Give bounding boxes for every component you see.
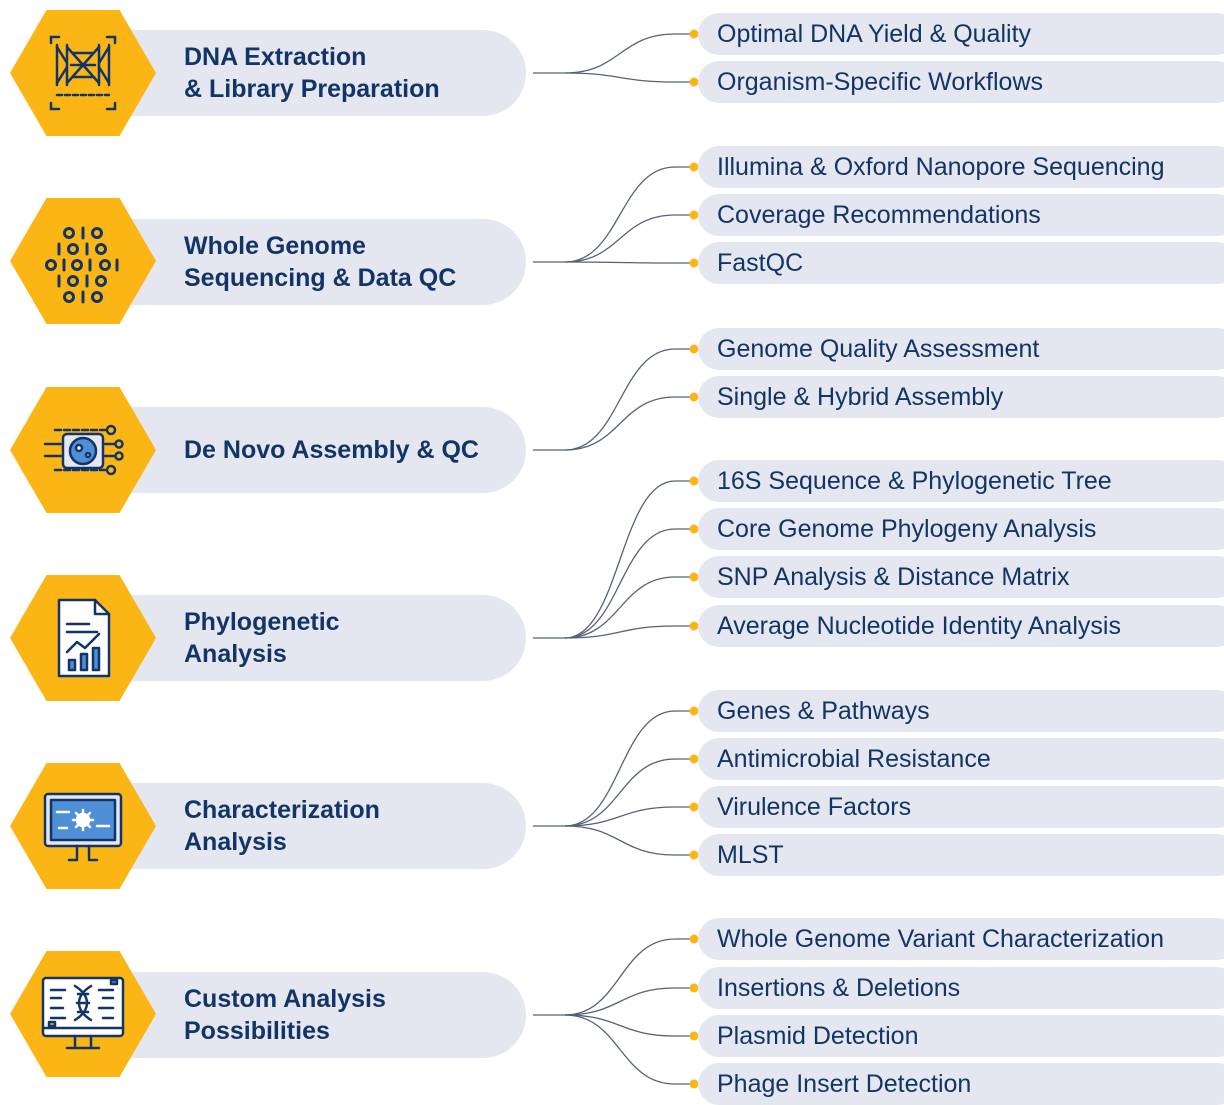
stage-4-connector-dot-3 (689, 572, 699, 582)
stage-6-connector-dot-3 (689, 1031, 699, 1041)
stage-6-item-2-pill (698, 967, 1224, 1009)
monitor-dna-icon (41, 976, 125, 1050)
stage-6-connector-4 (564, 1014, 698, 1085)
stage-5-connector-dot-3 (689, 802, 699, 812)
stage-6-connector-2 (564, 987, 698, 1016)
stage-3-connector-2 (564, 396, 698, 451)
stage-6-item-3-pill (698, 1015, 1224, 1057)
stage-3-connector-dot-1 (689, 344, 699, 354)
stage-1-connector-dot-2 (689, 77, 699, 87)
stage-5-connector-3 (564, 806, 698, 827)
stage-4-item-3: SNP Analysis & Distance Matrix (717, 563, 1070, 591)
dna-scan-icon (49, 35, 117, 111)
stage-6-connector-3 (564, 1014, 698, 1037)
stage-1-title: DNA Extraction & Library Preparation (184, 43, 440, 103)
stage-6-item-3: Plasmid Detection (717, 1022, 919, 1050)
stage-4-connector-dot-2 (689, 524, 699, 534)
stage-3-item-2-pill (698, 376, 1224, 418)
stage-5-item-1-pill (698, 690, 1224, 732)
stage-1-connector-dot-1 (689, 29, 699, 39)
stage-4-item-1: 16S Sequence & Phylogenetic Tree (717, 467, 1112, 495)
stage-6-connector-dot-4 (689, 1079, 699, 1089)
stage-4-item-2: Core Genome Phylogeny Analysis (717, 515, 1097, 543)
report-chart-icon (57, 598, 111, 678)
stage-5-connector-dot-2 (689, 754, 699, 764)
stage-2-connector-3 (564, 261, 698, 264)
binary-hexagon-icon (45, 226, 119, 304)
stage-4-connector-dot-1 (689, 476, 699, 486)
stage-5-connector-dot-1 (689, 706, 699, 716)
stage-2-item-3: FastQC (717, 249, 804, 277)
stage-2-item-2-pill (698, 194, 1224, 236)
stage-5-item-4: MLST (717, 841, 784, 869)
stage-4-connector-3 (564, 576, 698, 639)
stage-4-connector-4 (564, 625, 698, 639)
stage-6-connector-1 (564, 938, 698, 1016)
stage-5-connector-1 (564, 710, 698, 827)
stage-4-item-2-pill (698, 508, 1224, 550)
stage-3-connector-dot-2 (689, 392, 699, 402)
stage-5-item-1: Genes & Pathways (717, 697, 930, 725)
stage-3-title: De Novo Assembly & QC (184, 436, 479, 464)
stage-4-item-4: Average Nucleotide Identity Analysis (717, 612, 1121, 640)
stage-4-connector-1 (564, 480, 698, 639)
stage-3-item-1: Genome Quality Assessment (717, 335, 1040, 363)
stage-6-connector-dot-1 (689, 934, 699, 944)
stage-6-item-1-pill (698, 918, 1224, 960)
stage-2-connector-2 (564, 214, 698, 263)
stage-6-item-4-pill (698, 1063, 1224, 1105)
stage-2-connector-1 (564, 166, 698, 263)
stage-3-item-1-pill (698, 328, 1224, 370)
stage-6-connector-dot-2 (689, 983, 699, 993)
stage-1-connector-1 (564, 33, 698, 74)
stage-3-item-2: Single & Hybrid Assembly (717, 383, 1004, 411)
stage-1-connector-2 (564, 72, 698, 83)
stage-5-connector-dot-4 (689, 850, 699, 860)
stage-3-connector-1 (564, 348, 698, 451)
stage-5-item-3-pill (698, 786, 1224, 828)
stage-4-title: Phylogenetic Analysis (184, 608, 340, 668)
stage-5-item-3: Virulence Factors (717, 793, 912, 821)
monitor-microbe-icon (43, 792, 123, 862)
stage-1-item-2: Organism-Specific Workflows (717, 68, 1044, 96)
stage-2-item-3-pill (698, 242, 1224, 284)
stage-6-item-1: Whole Genome Variant Characterization (717, 925, 1164, 953)
stage-5-connector-4 (564, 825, 698, 856)
stage-2-title: Whole Genome Sequencing & Data QC (184, 232, 457, 292)
stage-4-connector-dot-4 (689, 621, 699, 631)
stage-5-item-2-pill (698, 738, 1224, 780)
stage-5-item-4-pill (698, 834, 1224, 876)
stage-4-item-3-pill (698, 556, 1224, 598)
stage-5-item-2: Antimicrobial Resistance (717, 745, 991, 773)
stage-5-connector-2 (564, 758, 698, 827)
stage-2-connector-dot-3 (689, 258, 699, 268)
stage-1-item-2-pill (698, 61, 1224, 103)
stage-4-connector-2 (564, 528, 698, 639)
circuit-chip-icon (43, 424, 124, 476)
stage-2-item-1: Illumina & Oxford Nanopore Sequencing (717, 153, 1165, 181)
stage-5-title: Characterization Analysis (184, 796, 380, 856)
stage-4-item-4-pill (698, 605, 1224, 647)
stage-4-item-1-pill (698, 460, 1224, 502)
stage-6-item-4: Phage Insert Detection (717, 1070, 972, 1098)
stage-6-title: Custom Analysis Possibilities (184, 985, 386, 1045)
stage-2-item-1-pill (698, 146, 1224, 188)
stage-6-item-2: Insertions & Deletions (717, 974, 961, 1002)
stage-2-item-2: Coverage Recommendations (717, 201, 1041, 229)
stage-1-item-1: Optimal DNA Yield & Quality (717, 20, 1032, 48)
stage-2-connector-dot-1 (689, 162, 699, 172)
stage-2-connector-dot-2 (689, 210, 699, 220)
stage-1-item-1-pill (698, 13, 1224, 55)
